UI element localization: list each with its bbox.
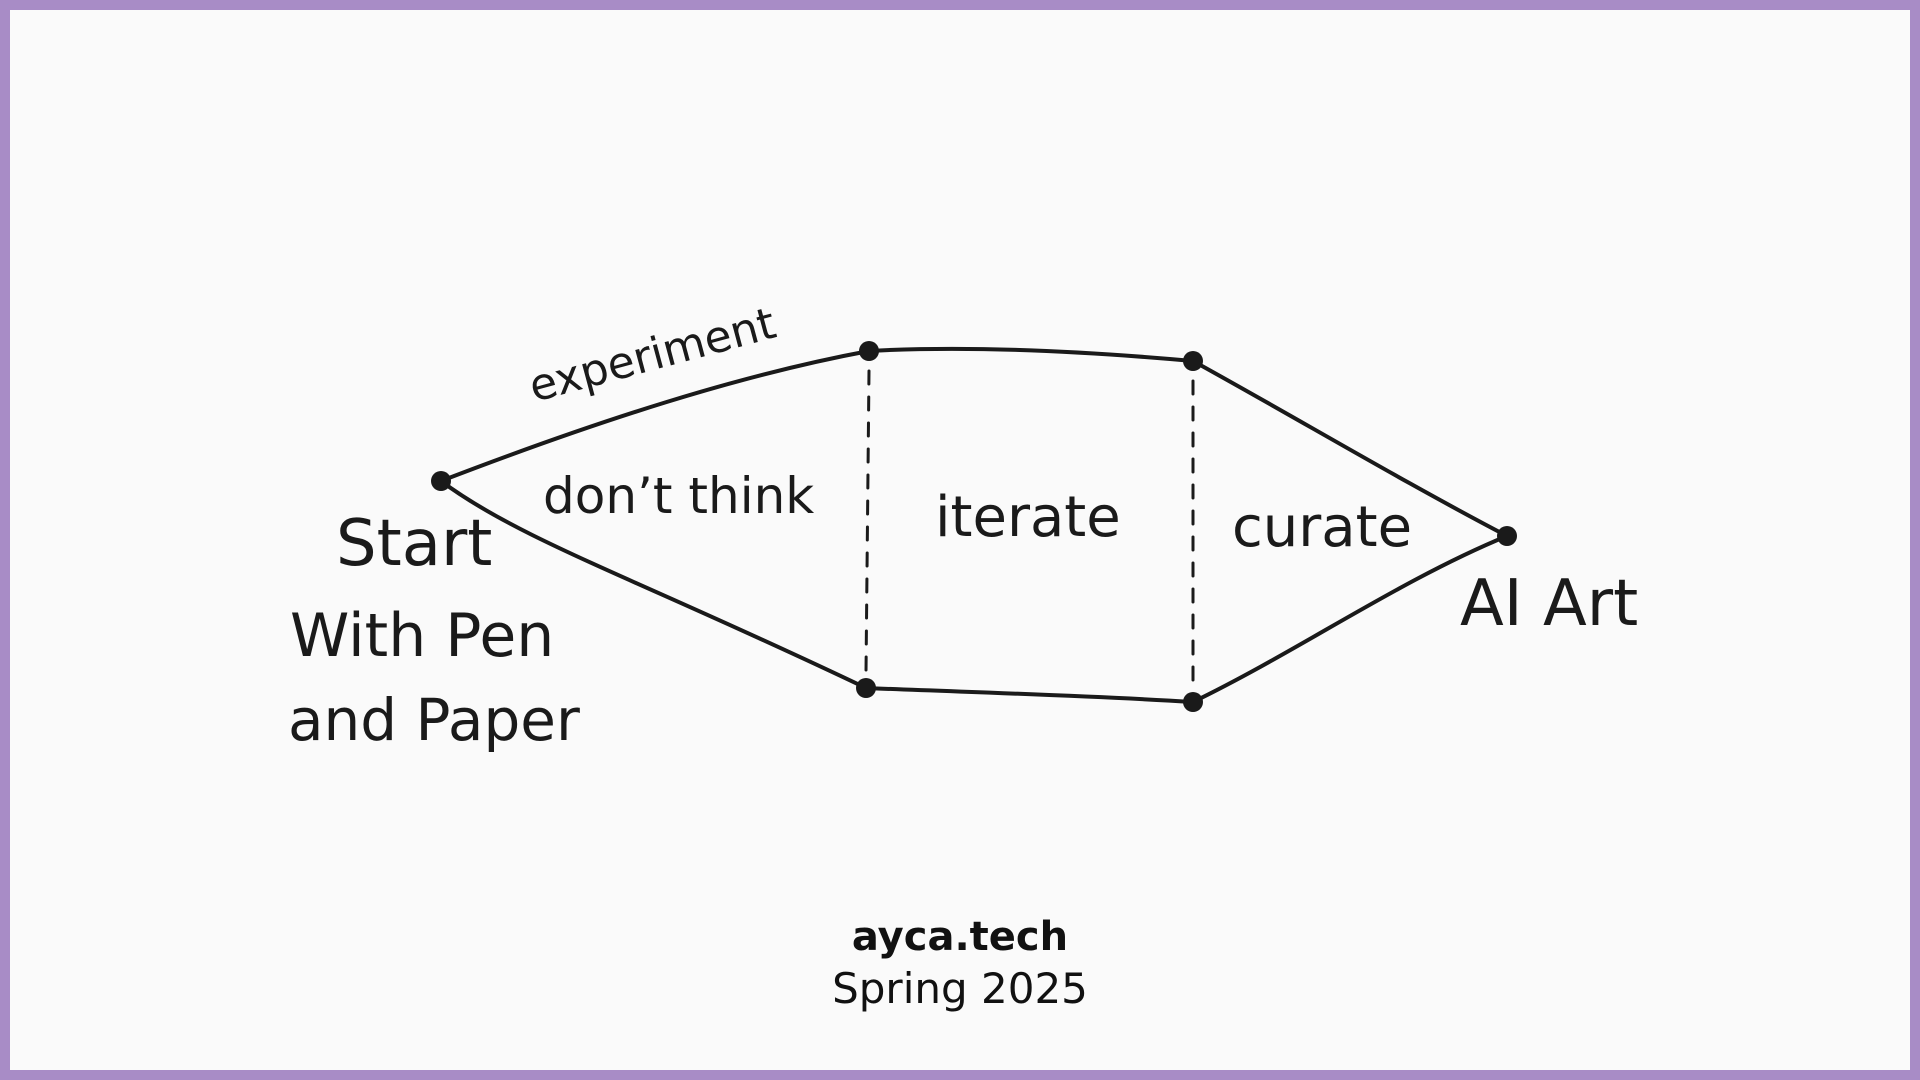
start-label-line-3: and Paper [288, 686, 580, 754]
node-end-dot [1497, 526, 1517, 546]
footer-site: ayca.tech [851, 914, 1069, 960]
footer-date: Spring 2025 [832, 964, 1088, 1013]
slide-background [10, 10, 1910, 1070]
edge-label-experiment: experiment [524, 298, 781, 413]
edge-start-to-top-left [439, 349, 871, 483]
edge-top-middle [867, 346, 1195, 363]
end-label-ai-art: AI Art [1460, 567, 1638, 641]
region-label-iterate: iterate [935, 485, 1121, 550]
node-start-dot [431, 471, 451, 491]
node-bottom-right-dot [1183, 692, 1203, 712]
start-label-line-1: Start [336, 507, 492, 581]
start-label-line-2: With Pen [290, 601, 554, 671]
edge-start-to-bottom-left [439, 479, 868, 690]
region-label-dont-think: don’t think [543, 467, 814, 525]
edge-top-right-to-end [1191, 359, 1509, 538]
divider-left [864, 369, 871, 674]
region-label-curate: curate [1232, 495, 1412, 560]
edge-bottom-right-to-end [1191, 534, 1509, 704]
node-top-left-dot [859, 341, 879, 361]
node-top-right-dot [1183, 351, 1203, 371]
edge-bottom-middle [864, 686, 1195, 704]
node-bottom-left-dot [856, 678, 876, 698]
